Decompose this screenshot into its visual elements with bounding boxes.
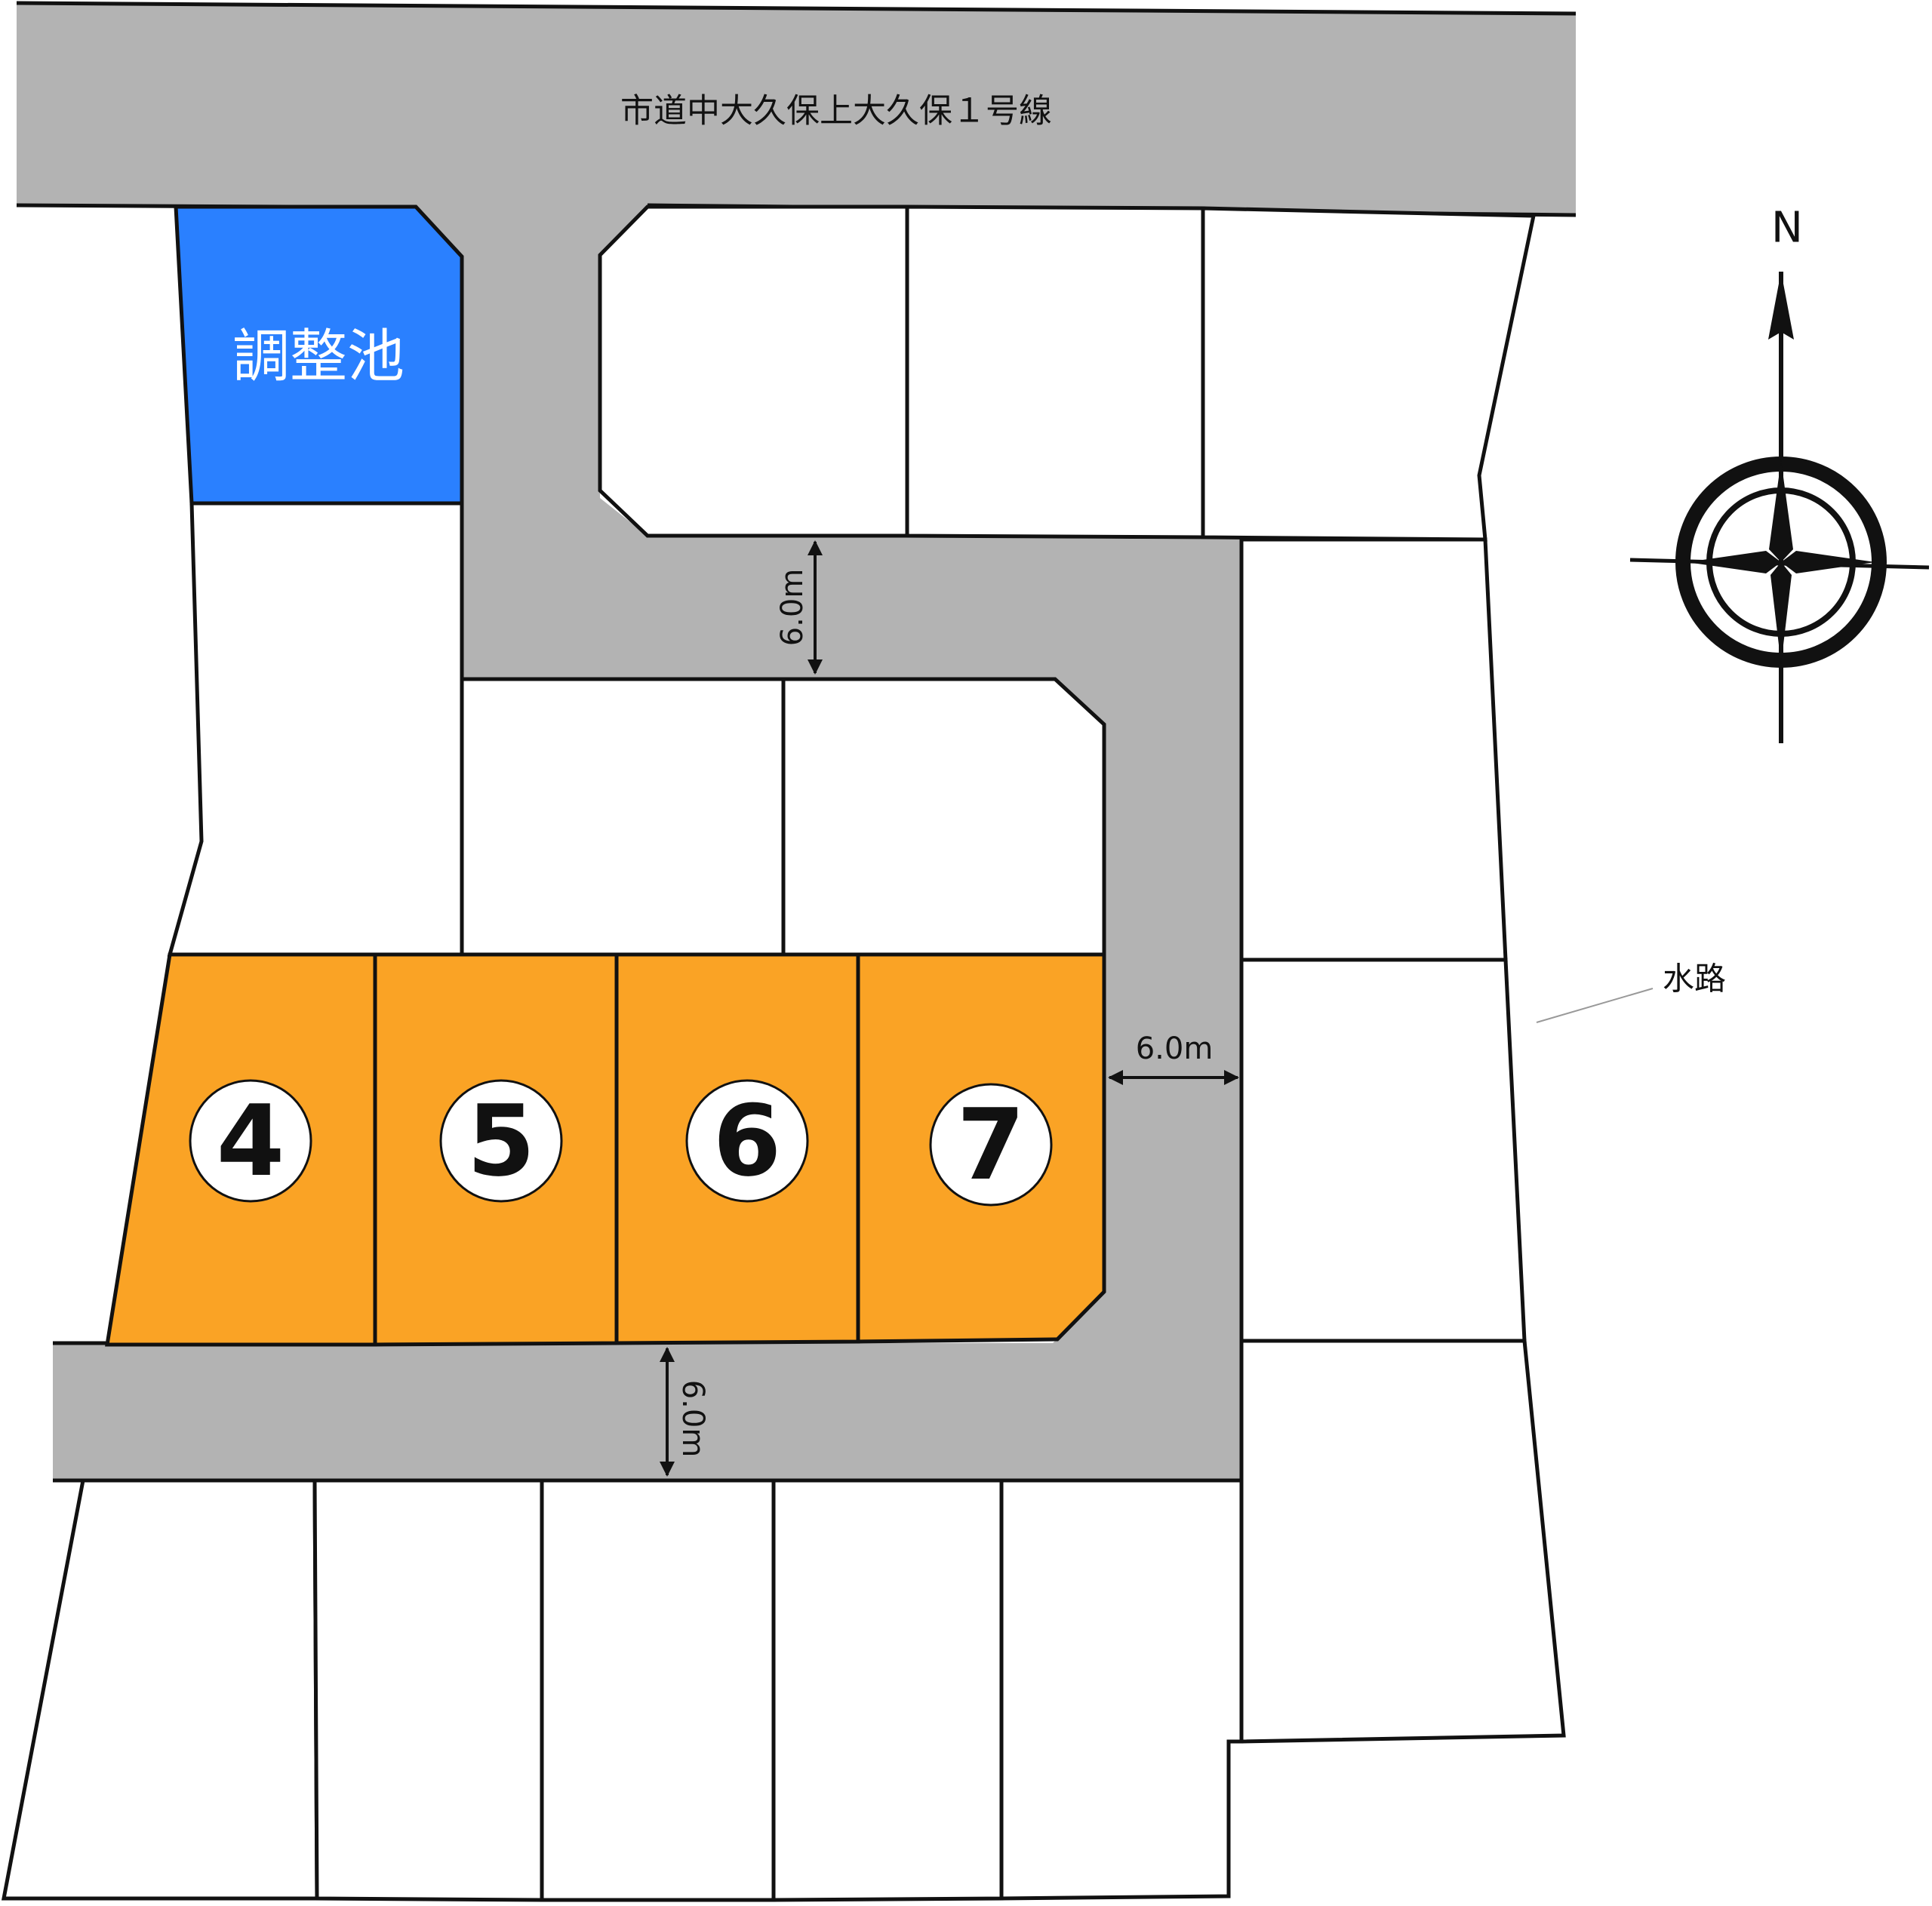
dimension-lower: 6.0m xyxy=(660,1347,710,1477)
north-label: N xyxy=(1771,204,1803,253)
detention-pond xyxy=(174,204,464,506)
white-lots xyxy=(1,204,1566,1902)
lot-4-marker[interactable]: 4 xyxy=(189,1079,312,1203)
lot-east-2 xyxy=(1239,958,1527,1343)
lot-4-number: 4 xyxy=(217,1084,285,1198)
compass-rose-icon: N xyxy=(1629,204,1930,743)
lot-east-3 xyxy=(1239,1339,1566,1744)
road-edge-top xyxy=(16,1,1577,16)
lot-center-1 xyxy=(460,677,786,957)
dimension-upper-label: 6.0m xyxy=(775,569,810,647)
lot-7-marker[interactable]: 7 xyxy=(929,1083,1053,1207)
lot-7-number: 7 xyxy=(957,1087,1025,1202)
waterway-label: 水路 xyxy=(1663,961,1726,998)
lot-number-markers: 4 5 6 7 xyxy=(189,1079,1053,1207)
dimension-upper: 6.0m xyxy=(775,540,823,675)
lot-south-2 xyxy=(312,1478,544,1902)
lot-6-marker[interactable]: 6 xyxy=(685,1079,809,1203)
lot-north-2 xyxy=(905,204,1205,540)
lot-5-marker[interactable]: 5 xyxy=(439,1079,563,1203)
waterway-leader-line xyxy=(1536,988,1654,1023)
lot-south-3 xyxy=(540,1478,776,1902)
lot-6-number: 6 xyxy=(713,1084,781,1198)
pond-label: 調整池 xyxy=(232,323,405,390)
dimension-lower-label: 6.0m xyxy=(675,1380,710,1458)
road-name-label: 市道中大久保上大久保１号線 xyxy=(620,92,1052,131)
lot-south-1 xyxy=(1,1478,319,1901)
main-road-top xyxy=(17,3,1576,1480)
dimension-right: 6.0m xyxy=(1108,1031,1239,1085)
lot-east-1 xyxy=(1239,537,1508,962)
lot-north-1 xyxy=(598,204,909,538)
dimension-right-label: 6.0m xyxy=(1136,1031,1214,1066)
lot-west-1 xyxy=(167,501,464,957)
lot-south-5 xyxy=(999,1478,1244,1901)
lot-5-number: 5 xyxy=(467,1084,535,1198)
lot-center-2 xyxy=(781,677,1106,957)
lot-north-3 xyxy=(1201,206,1537,542)
lot-south-4 xyxy=(771,1478,1004,1902)
